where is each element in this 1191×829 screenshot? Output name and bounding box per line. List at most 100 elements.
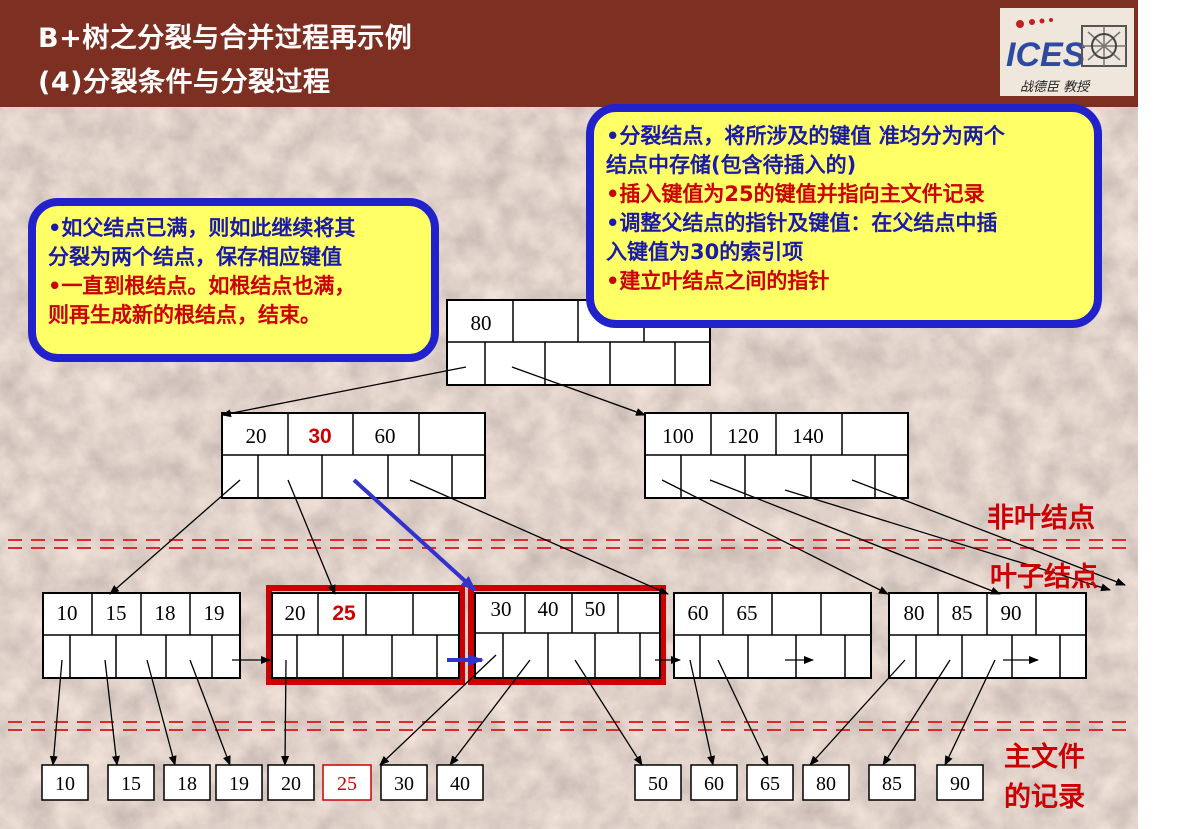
inner-node-right: 100 120 140 <box>644 412 909 499</box>
svg-text:30: 30 <box>394 773 414 795</box>
record-80: 80 <box>802 764 850 801</box>
svg-text:80: 80 <box>816 773 836 795</box>
leaf1-key-1: 10 <box>57 601 78 625</box>
record-60: 60 <box>690 764 738 801</box>
inner-left-key-1: 20 <box>246 424 267 448</box>
inner-left-to-leaf3-new <box>352 478 477 592</box>
leaf2-key-2-new: 25 <box>332 602 356 625</box>
svg-text:40: 40 <box>450 773 470 795</box>
inner-right-ptr-4 <box>851 479 1126 586</box>
inner-node-left: 20 30 60 <box>221 412 486 499</box>
leaf-node-4: 60 65 <box>673 592 872 679</box>
leaf1-rec-19 <box>189 659 231 766</box>
inner-right-ptr-3 <box>784 489 1111 592</box>
callout-right-line-2: 结点中存储(包含待插入的) <box>606 153 857 177</box>
leaf1-rec-15 <box>104 659 120 766</box>
svg-text:90: 90 <box>950 773 970 795</box>
label-nonleaf: 非叶结点 <box>987 503 1095 534</box>
callout-right: •分裂结点，将所涉及的键值 准均分为两个 结点中存储(包含待插入的) •插入键值… <box>586 104 1102 328</box>
record-30: 30 <box>380 764 428 801</box>
svg-text:50: 50 <box>648 773 668 795</box>
leaf1-key-4: 19 <box>204 601 225 625</box>
inner-left-key-2-new: 30 <box>308 425 331 448</box>
leaf3-rec-30 <box>379 654 497 766</box>
leaf4-key-2: 65 <box>737 601 758 625</box>
svg-text:60: 60 <box>704 773 724 795</box>
inner-right-to-leaf5 <box>661 479 889 595</box>
leaf1-key-2: 15 <box>106 601 127 625</box>
bplus-tree-diagram: 80 20 30 60 100 <box>8 299 1135 801</box>
leaf5-rec-85 <box>882 659 951 766</box>
callout-right-line-6: •建立叶结点之间的指针 <box>606 269 830 293</box>
inner-left-to-leaf4 <box>409 479 669 595</box>
leaf-node-1: 10 15 18 19 <box>42 592 241 679</box>
leaf1-rec-10 <box>49 659 63 766</box>
callout-right-line-3: •插入键值为25的键值并指向主文件记录 <box>606 182 985 206</box>
record-85: 85 <box>868 764 916 801</box>
record-15: 15 <box>107 764 155 801</box>
label-main-file-line-2: 的记录 <box>1004 782 1085 813</box>
leaf-node-5: 80 85 90 <box>888 592 1087 679</box>
record-65: 65 <box>746 764 794 801</box>
callout-left: •如父结点已满，则如此继续将其 分裂为两个结点，保存相应键值 •一直到根结点。如… <box>28 198 439 362</box>
label-leaf: 叶子结点 <box>990 562 1098 593</box>
label-main-file: 主文件 的记录 <box>1004 738 1085 818</box>
svg-text:18: 18 <box>177 773 197 795</box>
slide-title: B+树之分裂与合并过程再示例 <box>38 23 413 54</box>
callout-left-line-4: 则再生成新的根结点，结束。 <box>48 303 321 327</box>
leaf3-key-2: 40 <box>538 597 559 621</box>
inner-right-key-2: 120 <box>727 424 759 448</box>
record-18: 18 <box>163 764 211 801</box>
svg-text:ICES: ICES <box>1006 36 1086 74</box>
root-to-inner-left <box>221 366 467 418</box>
slide-subtitle: (4)分裂条件与分裂过程 <box>38 67 331 98</box>
svg-text:65: 65 <box>760 773 780 795</box>
record-19: 19 <box>215 764 263 801</box>
leaf1-key-3: 18 <box>155 601 176 625</box>
leaf-node-2: 20 25 <box>266 585 465 685</box>
root-to-inner-right <box>511 366 646 416</box>
leaf3-rec-50 <box>574 659 643 766</box>
record-90: 90 <box>936 764 984 801</box>
leaf4-rec-60 <box>689 659 715 766</box>
callout-left-line-1: •如父结点已满，则如此继续将其 <box>48 216 356 240</box>
leaf4-rec-65 <box>717 659 769 766</box>
leaf5-key-2: 85 <box>952 601 973 625</box>
leaf4-key-1: 60 <box>688 601 709 625</box>
callout-left-line-3: •一直到根结点。如根结点也满， <box>48 274 356 298</box>
svg-text:10: 10 <box>55 773 75 795</box>
inner-right-key-3: 140 <box>792 424 824 448</box>
leaf5-rec-80 <box>809 659 906 766</box>
slide: B+树之分裂与合并过程再示例 (4)分裂条件与分裂过程 ICES 战德臣 教授 <box>0 0 1138 829</box>
leaf5-key-3: 90 <box>1001 601 1022 625</box>
leaf5-rec-90 <box>944 659 996 766</box>
label-main-file-line-1: 主文件 <box>1004 742 1085 773</box>
callout-left-line-2: 分裂为两个结点，保存相应键值 <box>48 245 342 269</box>
svg-text:20: 20 <box>281 773 301 795</box>
svg-text:15: 15 <box>121 773 141 795</box>
leaf2-rec-20 <box>281 659 290 766</box>
record-10: 10 <box>41 764 89 801</box>
logo-caption: 战德臣 教授 <box>1020 80 1090 95</box>
leaf3-key-1: 30 <box>491 597 512 621</box>
inner-right-ptr-2 <box>709 479 1001 595</box>
ices-logo: ICES <box>1000 8 1134 96</box>
main-file-records: 10 15 18 19 20 25 30 40 50 60 65 80 85 9… <box>41 764 984 801</box>
leaf5-key-1: 80 <box>904 601 925 625</box>
pointer-arrows <box>49 366 1126 766</box>
leaf1-rec-18 <box>146 659 177 766</box>
callout-right-line-5: 入键值为30的索引项 <box>606 240 804 264</box>
svg-text:19: 19 <box>229 773 249 795</box>
record-20: 20 <box>267 764 315 801</box>
leaf-node-3: 30 40 50 <box>468 585 666 685</box>
title-bar: B+树之分裂与合并过程再示例 (4)分裂条件与分裂过程 <box>0 0 1138 107</box>
leaf3-rec-40 <box>449 659 531 766</box>
svg-text:25: 25 <box>337 773 357 795</box>
inner-left-to-leaf2 <box>287 479 336 595</box>
record-40: 40 <box>436 764 484 801</box>
separator-lines <box>8 539 1135 731</box>
root-key-1: 80 <box>471 311 492 335</box>
callout-right-line-1: •分裂结点，将所涉及的键值 准均分为两个 <box>606 124 1005 148</box>
svg-text:85: 85 <box>882 773 902 795</box>
inner-left-key-3: 60 <box>375 424 396 448</box>
